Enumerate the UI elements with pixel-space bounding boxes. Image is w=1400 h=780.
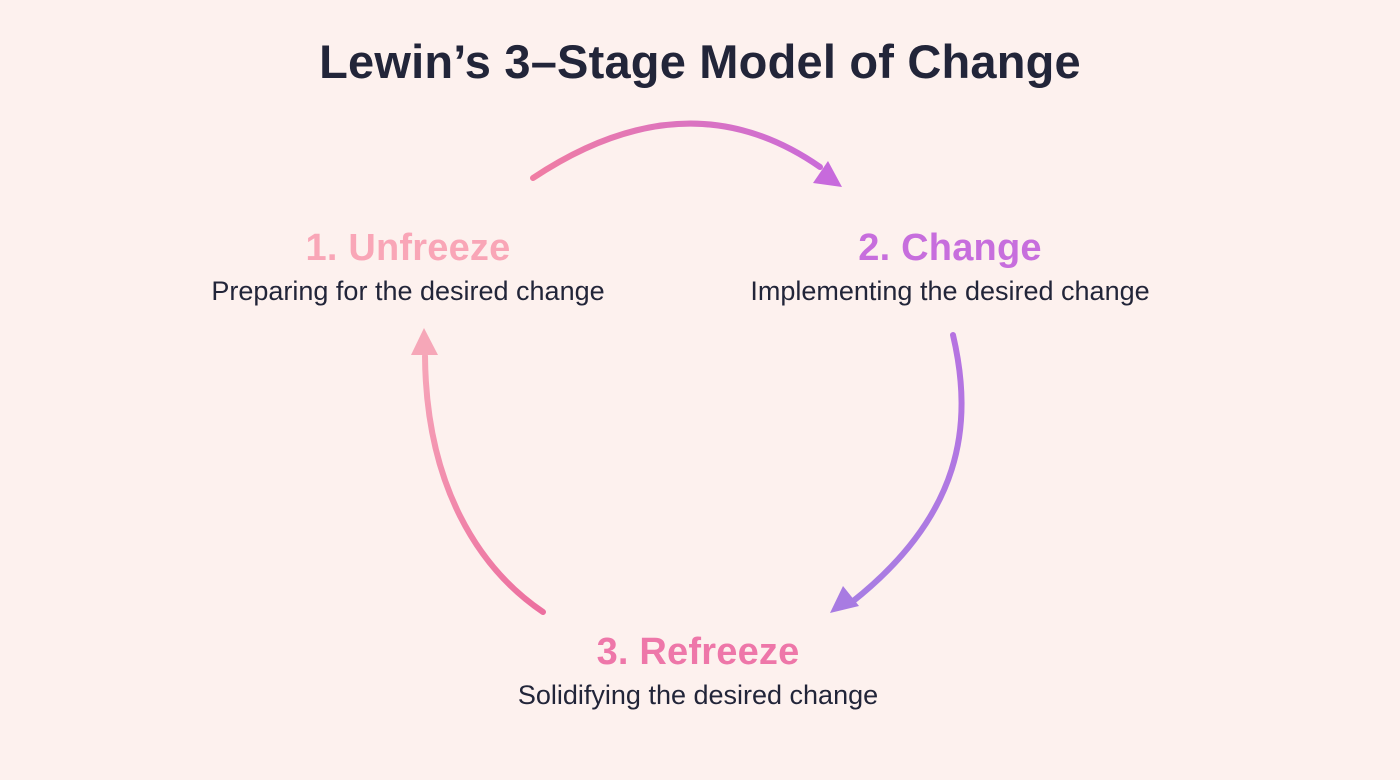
stage-refreeze-description: Solidifying the desired change: [517, 680, 879, 710]
stage-unfreeze-description: Preparing for the desired change: [211, 276, 605, 306]
stage-refreeze: 3. Refreeze Solidifying the desired chan…: [448, 630, 948, 711]
stage-refreeze-heading: 3. Refreeze: [596, 631, 800, 673]
arrow-change-to-refreeze: [849, 332, 965, 605]
stage-change-description: Implementing the desired change: [750, 276, 1150, 306]
arrowhead-unfreeze-to-change: [813, 161, 842, 187]
arrowhead-refreeze-to-unfreeze: [411, 328, 438, 355]
stage-unfreeze-heading: 1. Unfreeze: [305, 227, 511, 269]
diagram-title: Lewin’s 3–Stage Model of Change: [319, 35, 1081, 88]
arrow-unfreeze-to-change: [530, 120, 823, 181]
stage-change: 2. Change Implementing the desired chang…: [700, 226, 1200, 307]
arrow-refreeze-to-unfreeze: [422, 353, 546, 615]
stage-change-heading: 2. Change: [858, 227, 1042, 269]
arrowhead-change-to-refreeze: [830, 586, 859, 613]
stage-unfreeze: 1. Unfreeze Preparing for the desired ch…: [158, 226, 658, 307]
